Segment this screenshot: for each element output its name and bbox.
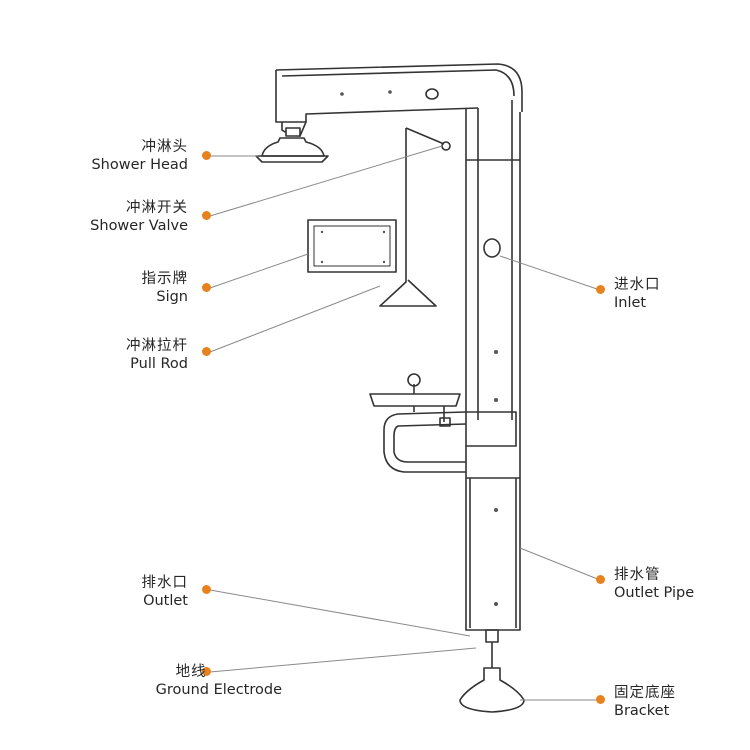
label-inlet-en: Inlet: [614, 295, 647, 311]
label-outlet-pipe-cn: 排水管: [614, 567, 661, 583]
marker-outlet-pipe: [596, 575, 605, 584]
label-shower-head-cn: 冲淋头: [141, 139, 188, 155]
label-outlet-pipe: 排水管 Outlet Pipe: [614, 566, 694, 602]
marker-ground-electrode: [202, 667, 211, 676]
marker-bracket: [596, 695, 605, 704]
label-sign: 指示牌 Sign: [142, 270, 189, 306]
sign-board: [307, 219, 397, 273]
label-shower-head-en: Shower Head: [91, 157, 188, 173]
leader-inlet: [499, 255, 601, 291]
leader-outlet: [209, 589, 471, 637]
marker-inlet: [596, 285, 605, 294]
label-ground-electrode: 地线 Ground Electrode: [156, 663, 282, 699]
label-shower-valve: 冲淋开关 Shower Valve: [90, 199, 188, 235]
label-outlet-pipe-en: Outlet Pipe: [614, 585, 695, 601]
marker-outlet: [202, 585, 211, 594]
label-outlet-cn: 排水口: [141, 575, 188, 591]
leader-pull-rod: [209, 285, 381, 353]
marker-shower-head: [202, 151, 211, 160]
pull-rod: [379, 128, 437, 307]
label-sign-cn: 指示牌: [141, 271, 188, 287]
leader-sign: [209, 253, 309, 289]
label-ground-electrode-en: Ground Electrode: [155, 682, 282, 698]
label-pull-rod: 冲淋拉杆 Pull Rod: [126, 337, 188, 373]
label-shower-valve-cn: 冲淋开关: [126, 200, 188, 216]
label-bracket-en: Bracket: [614, 703, 670, 719]
label-bracket: 固定底座 Bracket: [614, 684, 676, 720]
label-shower-head: 冲淋头 Shower Head: [91, 138, 188, 174]
label-bracket-cn: 固定底座: [614, 685, 676, 701]
bracket-base: [459, 667, 525, 713]
label-inlet-cn: 进水口: [614, 277, 661, 293]
label-sign-en: Sign: [156, 289, 188, 305]
leader-ground: [209, 647, 477, 673]
label-shower-valve-en: Shower Valve: [90, 218, 188, 234]
label-outlet-en: Outlet: [143, 593, 188, 609]
marker-shower-valve: [202, 211, 211, 220]
label-pull-rod-cn: 冲淋拉杆: [126, 338, 188, 354]
leader-outlet-pipe: [519, 547, 601, 581]
marker-sign: [202, 283, 211, 292]
label-inlet: 进水口 Inlet: [614, 276, 661, 312]
marker-pull-rod: [202, 347, 211, 356]
label-pull-rod-en: Pull Rod: [130, 356, 188, 372]
top-arm: [275, 63, 523, 112]
leader-shower-valve: [209, 145, 443, 217]
eyewash-arm: [383, 411, 467, 473]
label-outlet: 排水口 Outlet: [142, 574, 189, 610]
eyewash-bowl: [369, 393, 461, 407]
shower-head: [261, 137, 325, 157]
label-ground-electrode-cn: 地线: [175, 664, 207, 680]
